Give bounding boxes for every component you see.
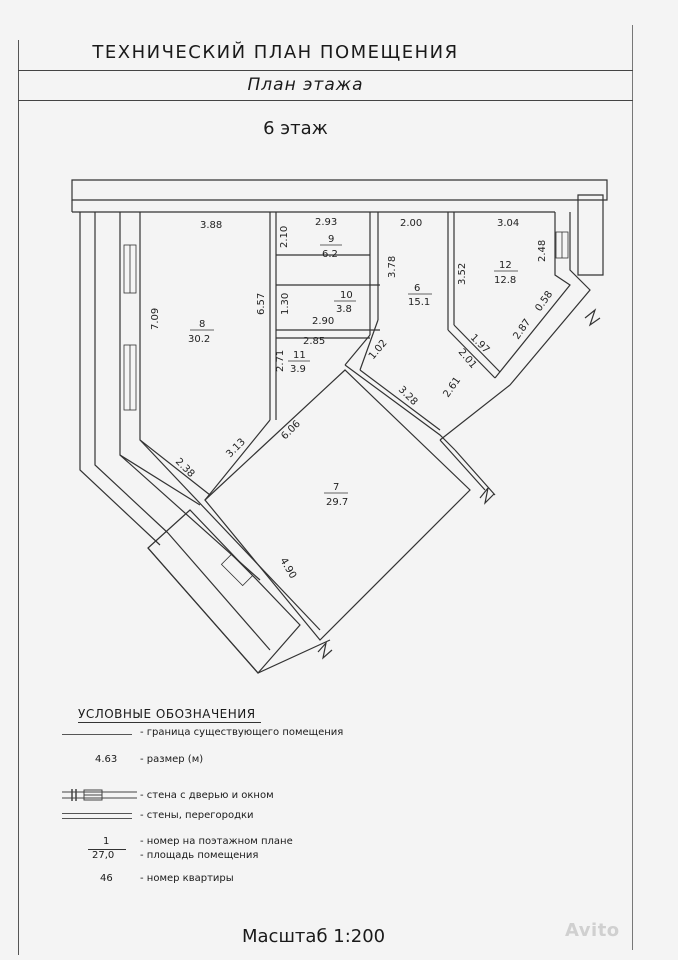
legend-title: УСЛОВНЫЕ ОБОЗНАЧЕНИЯ: [78, 707, 256, 721]
dim-2-90: 2.90: [312, 316, 334, 327]
room-number: 11: [293, 350, 306, 361]
dim-2-10: 2.10: [279, 226, 290, 248]
watermark-logo: Avito: [565, 920, 620, 941]
scale-label: Масштаб 1:200: [242, 926, 386, 947]
legend-num-sample: 1: [103, 836, 110, 847]
room-area: 6.2: [322, 249, 338, 260]
room-6-label: 6 15.1: [408, 283, 432, 308]
dim-2-71: 2.71: [275, 350, 286, 372]
dim-2-93: 2.93: [315, 217, 337, 228]
room-area: 30.2: [188, 334, 210, 345]
floor-plan-drawing: 3.88 2.93 2.00 3.04 2.10 3.78 3.52 2.48 …: [71, 179, 608, 674]
room-area: 29.7: [326, 497, 348, 508]
right-balcony: [577, 194, 604, 276]
dim-2-48: 2.48: [537, 240, 548, 262]
legend-area-sample: 27,0: [92, 850, 115, 861]
frame-right-border: [632, 25, 633, 950]
room-11-label: 11 3.9: [288, 350, 310, 375]
legend-boundary-label: - граница существующего помещения: [140, 727, 344, 738]
floor-label: 6 этаж: [263, 118, 328, 139]
dim-0-58: 0.58: [533, 289, 555, 314]
room-number: 6: [414, 283, 420, 294]
break-mark-middle: [479, 487, 495, 505]
dim-3-88: 3.88: [200, 220, 222, 231]
dim-7-09: 7.09: [150, 308, 161, 330]
room-number: 8: [199, 319, 205, 330]
legend-num-label: - номер на поэтажном плане: [140, 836, 293, 847]
frame-left-border: [18, 40, 19, 955]
dim-2-61: 2.61: [441, 375, 463, 400]
document-title: ТЕХНИЧЕСКИЙ ПЛАН ПОМЕЩЕНИЯ: [92, 42, 459, 63]
dim-2-85: 2.85: [303, 336, 325, 347]
dim-3-28: 3.28: [396, 384, 420, 408]
outer-left-wall: [79, 212, 161, 546]
room-10-label: 10 3.8: [334, 290, 356, 315]
room-7-label: 7 29.7: [324, 482, 348, 508]
header-divider-top: [18, 70, 633, 71]
dim-6-06: 6.06: [279, 419, 303, 443]
legend-area-label: - площадь помещения: [140, 850, 259, 861]
legend-boundary-line: [62, 734, 132, 735]
legend-walls-line-1: [62, 813, 132, 814]
header-divider-bottom: [18, 100, 633, 101]
legend-walls-label: - стены, перегородки: [140, 810, 254, 821]
dim-1-30: 1.30: [280, 293, 291, 315]
legend-dim-sample: 4.63: [95, 754, 118, 765]
room-8-label: 8 30.2: [188, 319, 214, 345]
dim-2-01: 2.01: [456, 347, 479, 371]
room-number: 10: [340, 290, 353, 301]
room-9-label: 9 6.2: [320, 234, 342, 260]
legend-door-window-symbol: [62, 789, 137, 801]
room-area: 12.8: [494, 275, 516, 286]
dim-3-13: 3.13: [224, 437, 248, 461]
room-area: 3.8: [336, 304, 352, 315]
dim-1-97: 1.97: [468, 332, 492, 356]
dim-6-57: 6.57: [256, 293, 267, 315]
legend-dim-label: - размер (м): [140, 754, 204, 765]
room-number: 7: [333, 482, 339, 493]
window-bottom: [220, 553, 254, 587]
break-mark-bottom: [317, 640, 333, 660]
legend-walls-line-2: [62, 818, 132, 819]
break-mark-right: [584, 308, 601, 327]
legend-door-window-label: - стена с дверью и окном: [140, 790, 274, 801]
room-area: 3.9: [290, 364, 306, 375]
room-area: 15.1: [408, 297, 430, 308]
document-subtitle: План этажа: [247, 75, 364, 95]
legend-apt-label: - номер квартиры: [140, 873, 234, 884]
room-12-label: 12 12.8: [494, 260, 518, 286]
top-balcony-band: [71, 179, 608, 201]
dim-3-04: 3.04: [497, 218, 519, 229]
dim-2-00: 2.00: [400, 218, 422, 229]
room-number: 9: [328, 234, 334, 245]
dim-3-52: 3.52: [457, 263, 468, 285]
room-7-outline: [204, 369, 471, 641]
dim-3-78: 3.78: [387, 256, 398, 278]
legend-num-divider: [88, 849, 126, 850]
dim-4-90: 4.90: [277, 556, 298, 581]
legend-title-underline: [78, 722, 261, 723]
room-number: 12: [499, 260, 512, 271]
dim-2-87: 2.87: [511, 317, 533, 342]
legend-apt-sample: 46: [100, 873, 113, 884]
